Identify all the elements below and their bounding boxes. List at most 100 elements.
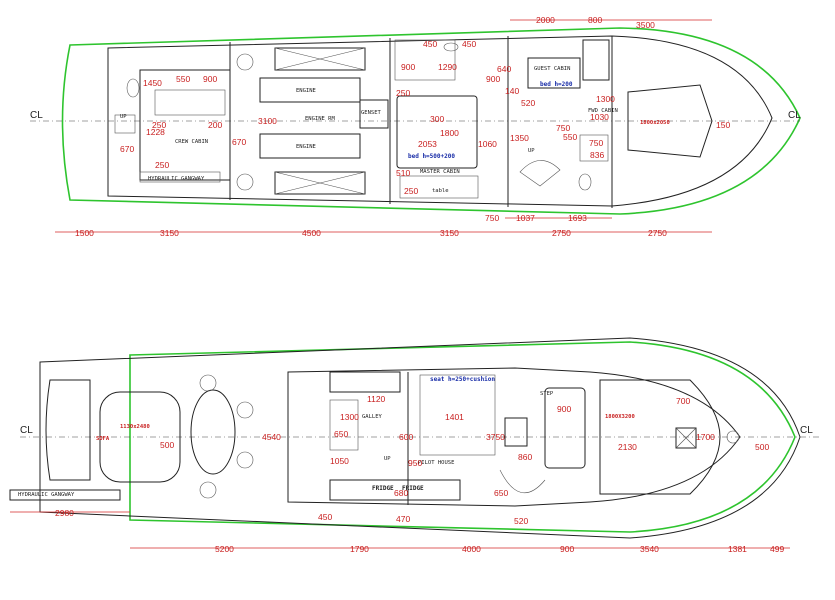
dim: 450: [423, 39, 437, 49]
dim: 1350: [510, 133, 529, 143]
exhaust: [236, 53, 254, 71]
dim: 2750: [648, 228, 667, 238]
lbl-pilot-house: PILOT HOUSE: [418, 460, 454, 466]
guest-bed: [527, 57, 581, 89]
dim: 250: [155, 160, 169, 170]
crew-stair: [114, 114, 136, 134]
dim: 4000: [462, 544, 481, 554]
dim: 300: [430, 114, 444, 124]
chair: [199, 374, 217, 392]
spiral-stair: [519, 160, 561, 187]
dim: 250: [396, 88, 410, 98]
lbl-fridge-2: FRIDGE: [402, 485, 424, 492]
dim: 670: [232, 137, 246, 147]
dim: 550: [563, 132, 577, 142]
dim: 640: [497, 64, 511, 74]
dim: 750: [556, 123, 570, 133]
tank-bottom: [274, 171, 366, 195]
dim: 3100: [258, 116, 277, 126]
dim: 510: [396, 168, 410, 178]
fwd-bed: [627, 84, 713, 158]
fwd-sun-pad: [599, 379, 721, 495]
dim: 1381: [728, 544, 747, 554]
lbl-engine-room: ENGINE RM: [305, 116, 335, 122]
lbl-fridge-1: FRIDGE: [372, 485, 394, 492]
dim: 3150: [440, 228, 459, 238]
dim: 1401: [445, 412, 464, 422]
dim: 520: [514, 516, 528, 526]
lbl-engine-bottom: ENGINE: [296, 144, 316, 150]
upper-cl-right: CL: [800, 425, 813, 436]
genset-box: [359, 99, 389, 129]
galley-counter-side: [329, 399, 359, 451]
galley-counter: [329, 371, 401, 393]
dim: 670: [120, 144, 134, 154]
dim: 2053: [418, 139, 437, 149]
lbl-step: STEP: [540, 391, 554, 397]
stair-curve: [499, 469, 546, 494]
lbl-crew-cabin: CREW CABIN: [175, 139, 208, 145]
lower-dims-top: 2000 800 3500: [536, 15, 655, 30]
crew-cabin-room: [139, 69, 231, 181]
dim: 1228: [146, 127, 165, 137]
sink: [443, 42, 459, 52]
dim: 2750: [552, 228, 571, 238]
dim: 900: [401, 62, 415, 72]
gangway-box: [139, 171, 221, 183]
dim: 650: [494, 488, 508, 498]
dim: 1790: [350, 544, 369, 554]
toilet: [126, 78, 140, 98]
dim: 470: [396, 514, 410, 524]
dim: 1700: [696, 432, 715, 442]
dim: 900: [203, 74, 217, 84]
dim: 1050: [330, 456, 349, 466]
dim-left: 2980: [55, 508, 74, 518]
upper-outer-hull: [39, 337, 801, 539]
lbl-genset: GENSET: [361, 110, 382, 116]
dim: 4500: [302, 228, 321, 238]
dim: 3500: [636, 20, 655, 30]
dim: 3750: [486, 432, 505, 442]
dim: 900: [486, 74, 500, 84]
dim: 1290: [438, 62, 457, 72]
helm-seat: [504, 417, 528, 447]
lbl-galley: GALLEY: [362, 414, 383, 420]
dim: 860: [518, 452, 532, 462]
dim: 500: [755, 442, 769, 452]
dim: 600: [399, 432, 413, 442]
dim: 500: [160, 440, 174, 450]
dim: 1120: [367, 394, 386, 404]
dim: 2000: [536, 15, 555, 25]
lbl-bed-fwd: 1800x2050: [640, 120, 670, 126]
dim: 250: [152, 120, 166, 130]
seat-area: [419, 374, 496, 456]
dim: 1450: [143, 78, 162, 88]
dim: 1800: [440, 128, 459, 138]
dim: 700: [676, 396, 690, 406]
lbl-up-mid: UP: [528, 148, 535, 154]
upper-cl-left: CL: [20, 425, 33, 436]
chair: [236, 401, 254, 419]
fridge-counter: [329, 479, 461, 501]
dim: 3540: [640, 544, 659, 554]
upper-deck-plan: CL CL HYDRAULIC GANGWAY GALLEY PILOT HOU…: [9, 337, 820, 554]
lower-hull-outline: [61, 27, 801, 215]
dim: 520: [521, 98, 535, 108]
upper-dims-inner: 500 4540 1120 1300 650 600 1401 3750 900…: [160, 394, 769, 526]
dim: 150: [716, 120, 730, 130]
windlass: [726, 430, 740, 444]
lbl-hyd-gangway-lower: HYDRAULIC GANGWAY: [148, 176, 205, 182]
dim: 450: [318, 512, 332, 522]
dim: 680: [394, 488, 408, 498]
dim: 1300: [340, 412, 359, 422]
dim: 900: [560, 544, 574, 554]
dim: 1060: [478, 139, 497, 149]
tank-top: [274, 47, 366, 71]
dim: 1037: [516, 213, 535, 223]
crew-bed: [154, 89, 226, 116]
lbl-table: table: [432, 188, 449, 194]
master-table: [399, 175, 479, 199]
lower-inner-hull: [107, 35, 773, 207]
dim: 836: [590, 150, 604, 160]
